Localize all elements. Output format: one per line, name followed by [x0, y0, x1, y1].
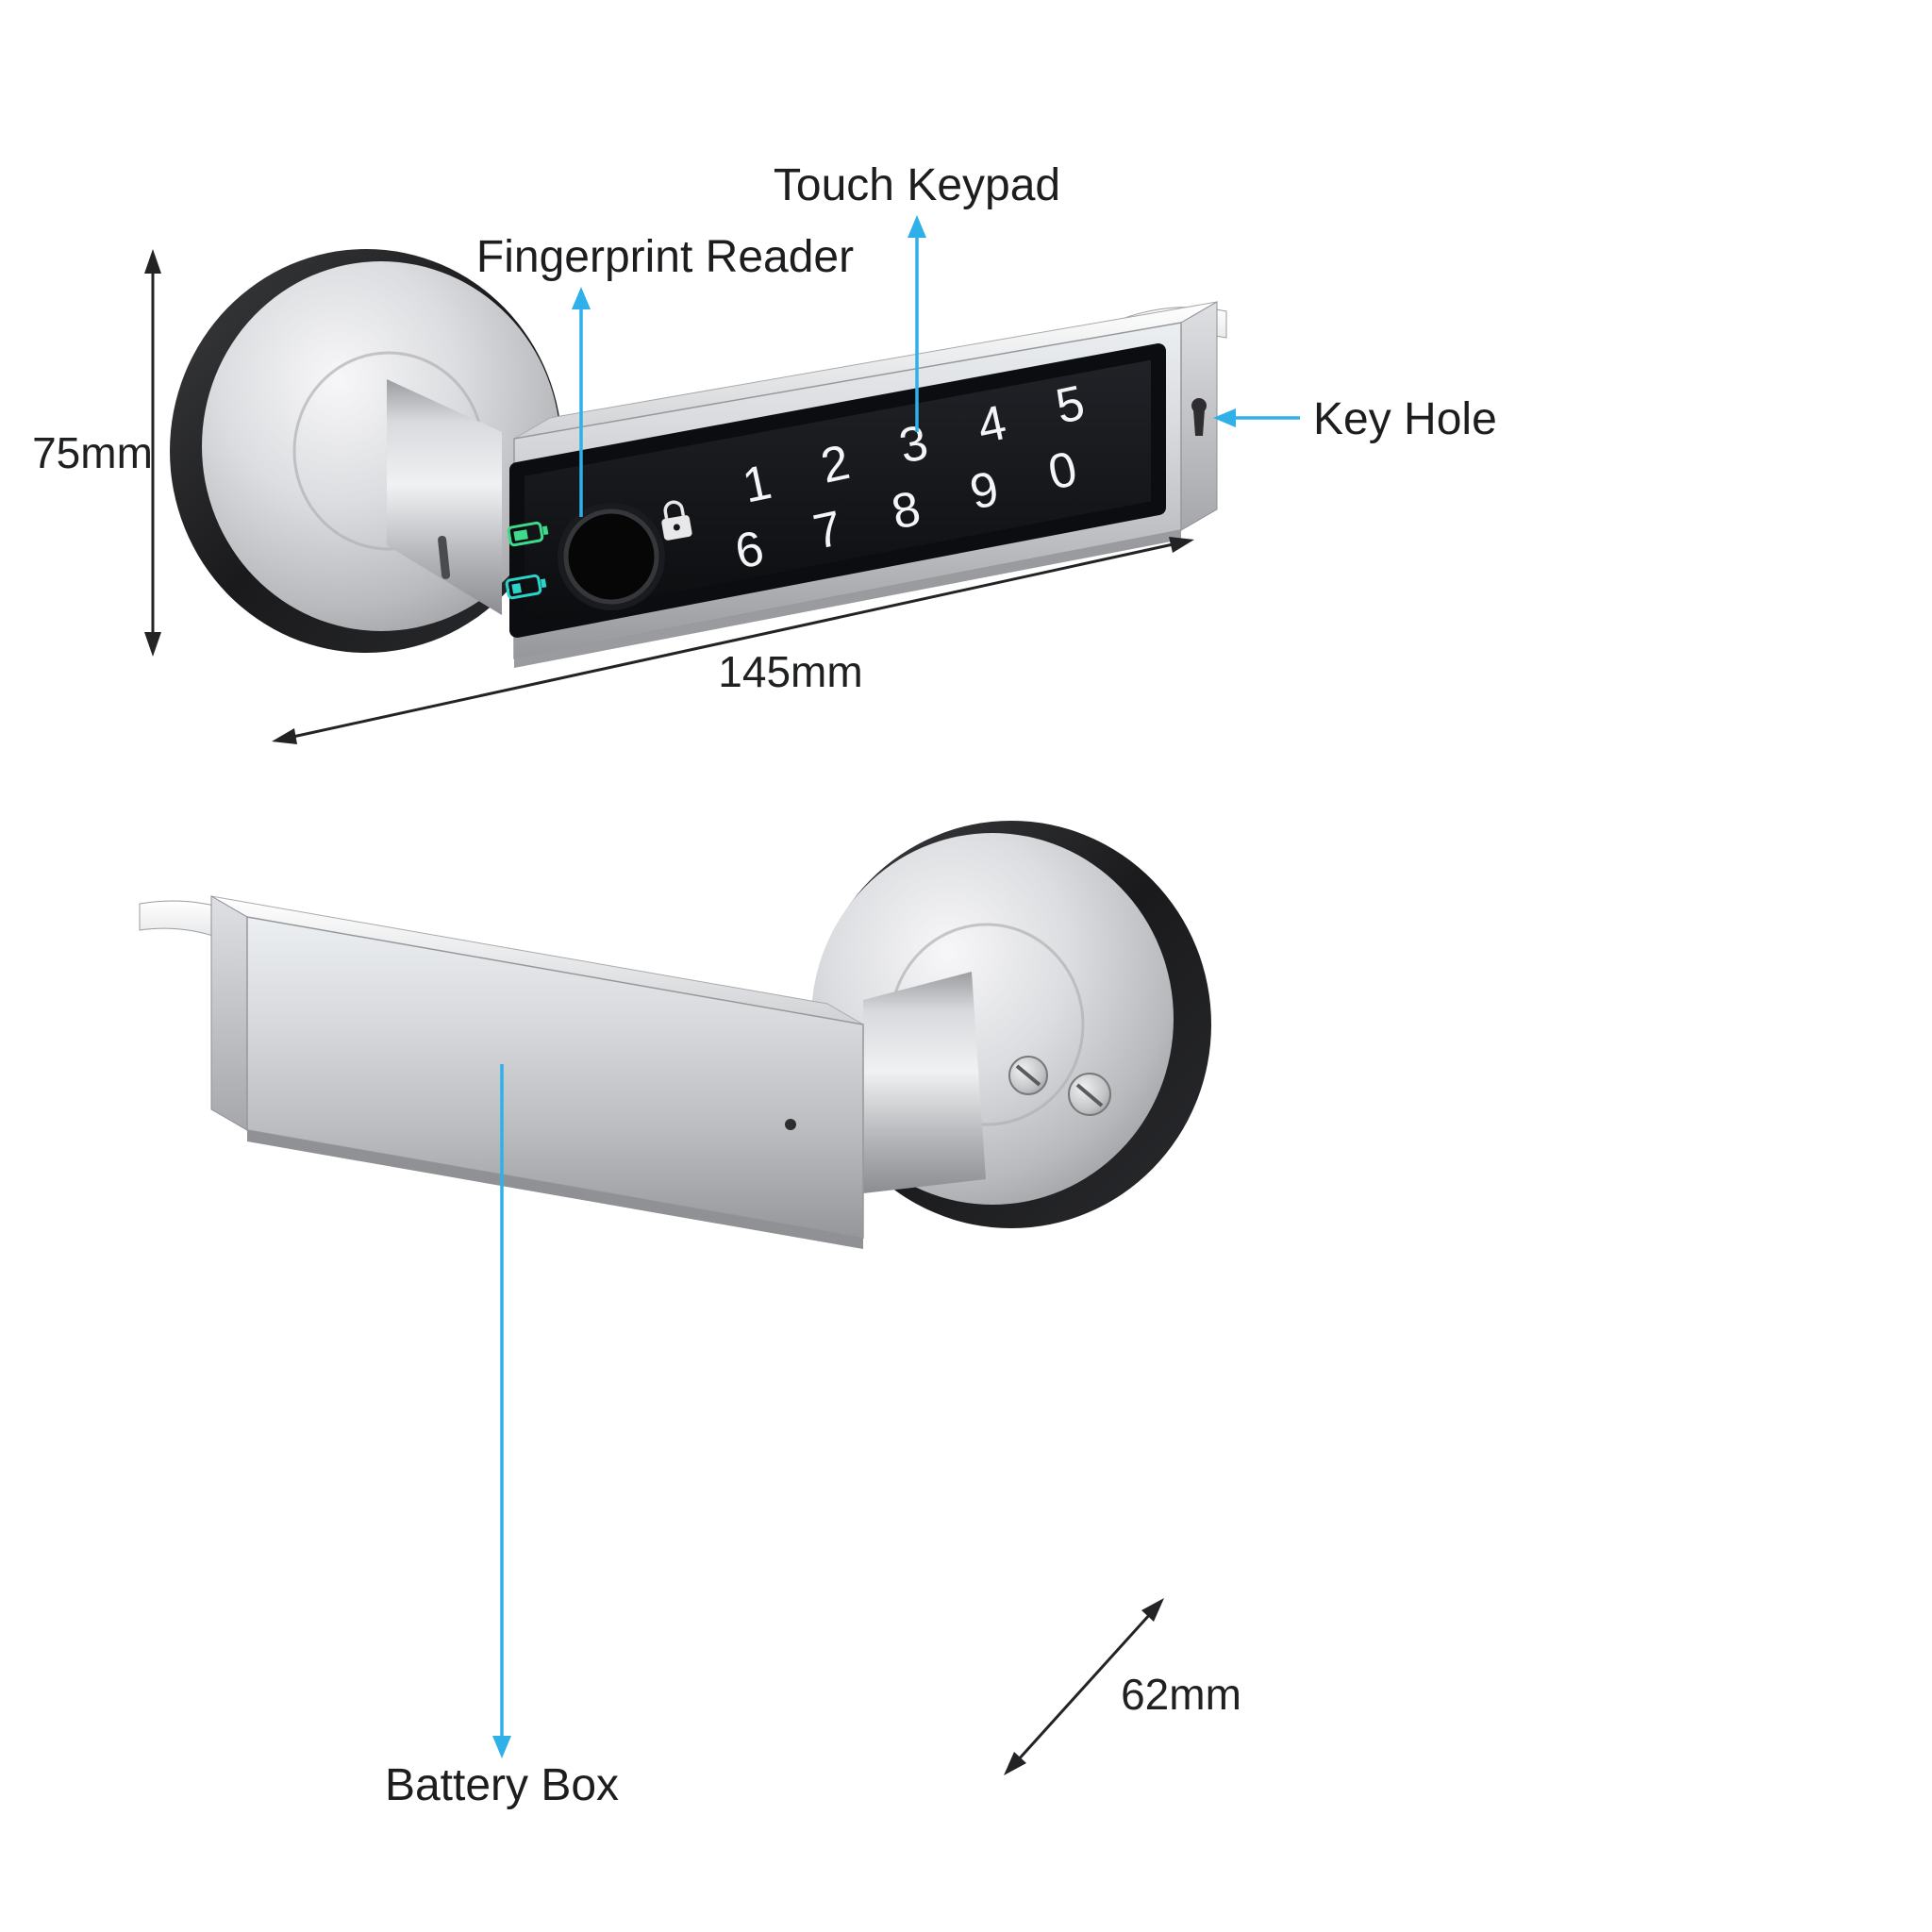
set-screw: [1008, 1056, 1048, 1095]
key-hole-slot: [1191, 398, 1207, 436]
label-fingerprint-reader: Fingerprint Reader: [476, 232, 854, 282]
callout-arrow-touch-keypad: [908, 215, 926, 432]
dim-label-depth: 62mm: [1121, 1670, 1241, 1719]
lever-bottom-edge: [247, 1130, 863, 1249]
pinhole-detail: [785, 1119, 796, 1130]
lever-bottom-edge: [514, 530, 1181, 668]
lever-neck: [863, 972, 986, 1193]
side-slot: [438, 535, 451, 579]
touch-keypad-panel: [509, 343, 1166, 638]
callout-arrow-key-hole: [1213, 408, 1300, 427]
dimension-arrows: [144, 249, 1194, 1775]
set-screw: [1068, 1073, 1111, 1116]
rose-plate: [202, 261, 560, 631]
callout-arrow-battery-box: [492, 1064, 511, 1758]
lever-end-face: [210, 895, 248, 1131]
dim-label-height: 75mm: [32, 428, 153, 477]
battery-indicator-icon: [507, 521, 549, 547]
dimension-arrow-depth: [1004, 1598, 1164, 1775]
fingerprint-sensor: [558, 503, 665, 610]
back-view: [139, 821, 1211, 1249]
label-touch-keypad: Touch Keypad: [774, 160, 1060, 210]
label-battery-box: Battery Box: [385, 1760, 619, 1810]
callout-arrow-fingerprint-reader: [572, 287, 591, 517]
dimension-arrow-height: [144, 249, 161, 657]
dimension-arrow-length: [272, 537, 1194, 744]
lock-icon: [661, 500, 692, 541]
lever-neck: [387, 379, 502, 615]
callout-arrows: [492, 215, 1300, 1758]
charge-indicator-icon: [505, 574, 547, 600]
label-key-hole: Key Hole: [1313, 394, 1497, 444]
dim-label-length: 145mm: [718, 647, 862, 696]
front-view: 1 2 3 4 5 6 7 8 9 0: [170, 249, 1227, 668]
